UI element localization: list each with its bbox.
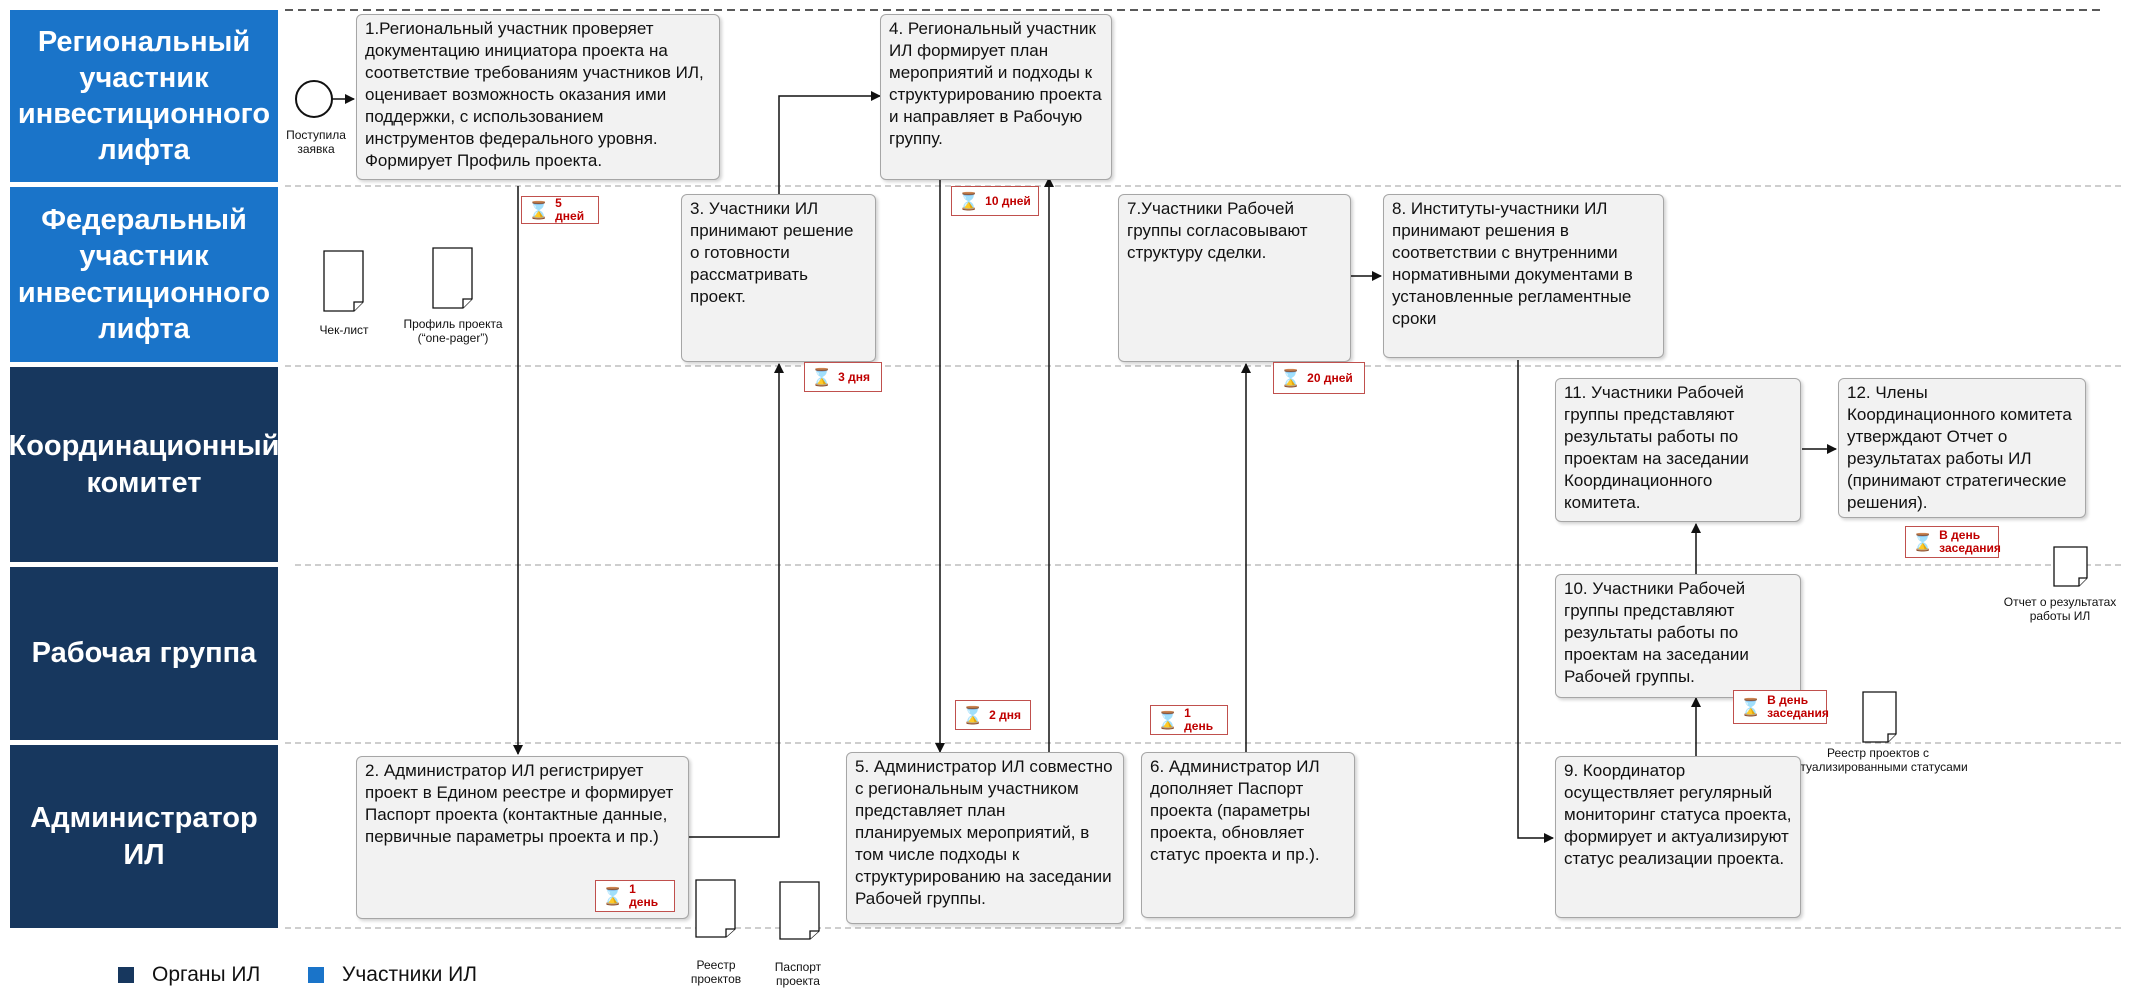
legend-label: Органы ИЛ xyxy=(152,963,261,986)
timer-label: 20 дней xyxy=(1307,370,1353,385)
step-10-box: 10. Участники Рабочей группы представляю… xyxy=(1555,574,1801,698)
lane-label-coordination-committee: Координационный комитет xyxy=(9,367,280,562)
step-2-box: 2. Администратор ИЛ регистрирует проект … xyxy=(356,756,689,919)
timer-badge: ⌛ 2 дня xyxy=(955,700,1031,730)
step-12-box: 12. Члены Координационного комитета утве… xyxy=(1838,378,2086,518)
hourglass-icon: ⌛ xyxy=(1740,697,1762,717)
step-11-box: 11. Участники Рабочей группы представляю… xyxy=(1555,378,1801,522)
document-passport-label: Паспорт проекта xyxy=(774,960,822,988)
hourglass-icon: ⌛ xyxy=(1280,368,1302,388)
legend-label: Участники ИЛ xyxy=(342,963,478,986)
timer-label: 1 день xyxy=(1184,706,1214,733)
timer-badge: ⌛1 день xyxy=(595,880,675,912)
step-1-box: 1.Региональный участник проверяет докуме… xyxy=(356,14,720,180)
step-3-box: 3. Участники ИЛ принимают решение о гото… xyxy=(681,194,876,362)
step-7-box: 7.Участники Рабочей группы согласовывают… xyxy=(1118,194,1351,362)
sequence-flows xyxy=(513,91,1837,843)
timer-label: 2 дня xyxy=(989,707,1022,722)
legend-item-bodies: Органы ИЛ xyxy=(118,963,260,987)
start-event xyxy=(295,80,355,118)
hourglass-icon: ⌛ xyxy=(811,367,833,387)
timer-label: В день заседания xyxy=(1939,528,2001,555)
step-4-box: 4. Региональный участник ИЛ формирует пл… xyxy=(880,14,1112,180)
timer-label: 1 день xyxy=(629,882,659,909)
document-report-label: Отчет о результатах работы ИЛ xyxy=(2003,595,2117,623)
document-registry-label: Реестр проектов xyxy=(690,958,742,986)
timer-badge: ⌛ 20 дней xyxy=(1273,362,1365,394)
step-6-box: 6. Администратор ИЛ дополняет Паспорт пр… xyxy=(1141,752,1355,918)
timer-badge: ⌛1 день xyxy=(1150,705,1228,735)
timer-badge: ⌛В день заседания xyxy=(1905,526,2001,558)
step-5-box: 5. Администратор ИЛ совместно с регионал… xyxy=(846,752,1124,924)
hourglass-icon: ⌛ xyxy=(1157,710,1179,730)
step-8-box: 8. Институты-участники ИЛ принимают реше… xyxy=(1383,194,1664,358)
timer-label: 3 дня xyxy=(838,369,871,384)
lane-separators xyxy=(285,9,2125,929)
document-checklist-label: Чек-лист xyxy=(319,323,369,337)
legend-swatch xyxy=(118,967,134,983)
legend-item-participants: Участники ИЛ xyxy=(308,963,477,987)
hourglass-icon: ⌛ xyxy=(958,191,980,211)
document-shapes xyxy=(323,247,2088,940)
timer-badge: ⌛ 3 дня xyxy=(804,362,882,392)
step-9-box: 9. Координатор осуществляет регулярный м… xyxy=(1555,756,1801,918)
lane-label-federal-participant: Федеральный участник инвестиционного лиф… xyxy=(10,187,278,362)
document-updated-registry-label: Реестр проектов с актуализированными ста… xyxy=(1788,746,1968,774)
timer-badge: ⌛В день заседания xyxy=(1733,690,1829,724)
lane-label-working-group: Рабочая группа xyxy=(10,567,278,740)
legend-swatch xyxy=(308,967,324,983)
timer-label: 5 дней xyxy=(555,196,585,223)
hourglass-icon: ⌛ xyxy=(528,200,550,220)
timer-badge: ⌛5 дней xyxy=(521,196,599,224)
hourglass-icon: ⌛ xyxy=(1912,532,1934,552)
start-event-label: Поступила заявка xyxy=(286,128,346,156)
hourglass-icon: ⌛ xyxy=(602,886,624,906)
timer-badge: ⌛ 10 дней xyxy=(951,186,1039,216)
timer-label: 10 дней xyxy=(985,193,1031,208)
lane-label-regional-participant: Региональный участник инвестиционного ли… xyxy=(10,10,278,182)
document-project-profile-label: Профиль проекта (“one-pager”) xyxy=(403,317,503,345)
hourglass-icon: ⌛ xyxy=(962,705,984,725)
lane-label-administrator: Администратор ИЛ xyxy=(10,745,278,928)
timer-label: В день заседания xyxy=(1767,693,1829,720)
